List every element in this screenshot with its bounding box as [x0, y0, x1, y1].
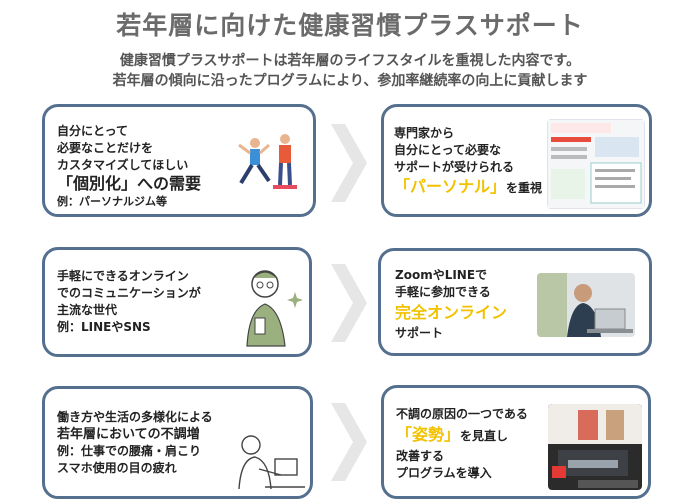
subtitle-line-1: 健康習慣プラスサポートは若年層のライフスタイルを重視した内容です。 [119, 53, 581, 69]
card-line: 専門家から [394, 126, 455, 140]
card-line: プログラムを導入 [396, 466, 492, 480]
card-row2-left: 手軽にできるオンライン でのコミュニケーションが 主流な世代 例：LINEやSN… [42, 247, 312, 357]
tired-worker-illustration [238, 435, 305, 490]
card-line: 不調の原因の一つである [396, 407, 528, 421]
card-highlight: 「姿勢」 [396, 425, 461, 444]
page-title: 若年層に向けた健康習慣プラスサポート [116, 11, 584, 40]
arrow-chevron-icon [331, 124, 367, 202]
card-highlight: 「個別化」への需要 [57, 174, 202, 193]
card-line: 手軽に参加できる [395, 285, 491, 299]
card-highlight: 完全オンライン [395, 303, 508, 322]
card-suffix: を重視 [506, 181, 543, 195]
card-highlight: 「パーソナル」 [394, 177, 507, 196]
card-line: サポートが受けられる [394, 160, 515, 174]
arrow-chevron-icon [331, 264, 367, 342]
card-example: 例：LINEやSNS [57, 320, 151, 334]
card-line: カスタマイズしてほしい [57, 158, 189, 172]
card-row1-right: 専門家から 自分にとって必要な サポートが受けられる 「パーソナル」を重視 [381, 104, 652, 217]
arrow-chevron-icon [331, 403, 367, 481]
card-line: 手軽にできるオンライン [57, 269, 189, 283]
card-line: でのコミュニケーションが [57, 286, 201, 300]
person-smartphone-illustration [246, 270, 303, 347]
card-line: 働き方や生活の多様化による [57, 410, 213, 424]
card-suffix: サポート [395, 326, 444, 340]
card-example: スマホ使用の目の疲れ [57, 461, 177, 475]
card-example: 例：パーソナルジム等 [57, 195, 167, 208]
card-line: 必要なことだけを [57, 141, 154, 155]
card-row3-left: 働き方や生活の多様化による 若年層においての不調増 例：仕事での腰痛・肩こり ス… [42, 386, 313, 499]
subtitle-line-2: 若年層の傾向に沿ったプログラムにより、参加率継続率の向上に貢献します [112, 73, 588, 89]
card-line: ZoomやLINEで [395, 268, 488, 282]
card-suffix: を見直し [460, 429, 509, 443]
card-line: 改善する [396, 449, 445, 463]
card-example: 例：仕事での腰痛・肩こり [57, 444, 202, 458]
chat-screenshot-image [547, 119, 645, 209]
exercise-illustration [238, 134, 297, 189]
posture-program-photo [548, 404, 642, 490]
card-row1-left: 自分にとって 必要なことだけを カスタマイズしてほしい 「個別化」への需要 例：… [42, 104, 316, 217]
card-line: 自分にとって [57, 124, 129, 138]
card-line: 主流な世代 [57, 303, 118, 317]
card-line: 若年層においての不調増 [57, 427, 200, 442]
card-row2-right: ZoomやLINEで 手軽に参加できる 完全オンライン サポート [378, 248, 652, 356]
card-line: 自分にとって必要な [394, 143, 502, 157]
card-row3-right: 不調の原因の一つである 「姿勢」を見直し 改善する プログラムを導入 [381, 385, 651, 499]
online-meeting-photo [537, 273, 635, 337]
